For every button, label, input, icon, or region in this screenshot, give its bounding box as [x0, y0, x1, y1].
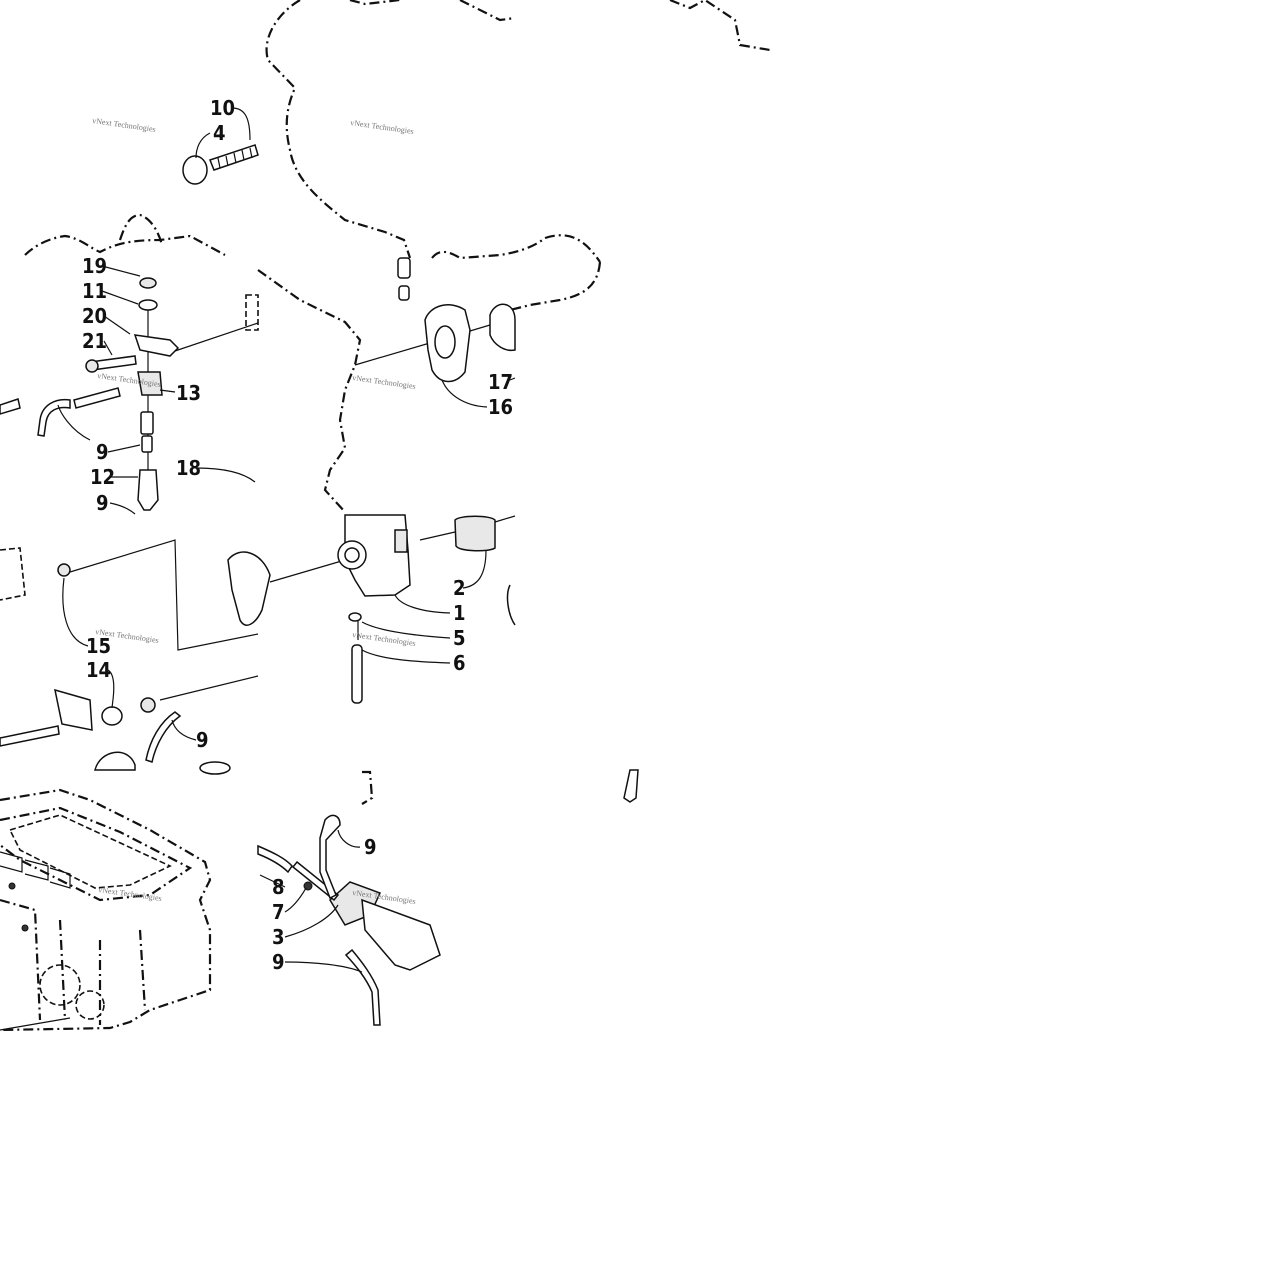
callout-6: 6	[453, 651, 466, 675]
callout-12: 12	[90, 465, 115, 489]
callout-14: 14	[86, 658, 111, 682]
callout-1: 1	[453, 601, 466, 625]
callout-19: 19	[82, 254, 107, 278]
engine-block	[0, 788, 212, 1032]
callout-15: 15	[86, 634, 111, 658]
callout-16: 16	[488, 395, 513, 419]
watermark: vNext Technologies	[352, 373, 417, 391]
callout-2: 2	[453, 576, 466, 600]
callout-20: 20	[82, 304, 107, 328]
callout-17: 17	[488, 370, 513, 394]
callout-9-mid: 9	[96, 491, 109, 515]
callout-11: 11	[82, 279, 107, 303]
callouts: 10 4 19 11 20 21 13 9 12 18 9 17 16 2 1 …	[82, 96, 513, 974]
callout-3: 3	[272, 925, 285, 949]
callout-7: 7	[272, 900, 285, 924]
callout-10: 10	[210, 96, 235, 120]
engine-outline	[24, 0, 771, 513]
watermark: vNext Technologies	[92, 116, 157, 134]
callout-8: 8	[272, 875, 285, 899]
callout-9-lower: 9	[196, 728, 209, 752]
callout-21: 21	[82, 329, 107, 353]
callout-18: 18	[176, 456, 201, 480]
callout-5: 5	[453, 626, 466, 650]
callout-9-pump-bottom: 9	[272, 950, 285, 974]
parts	[0, 144, 639, 1026]
callout-13: 13	[176, 381, 201, 405]
watermarks: vNext Technologies vNext Technologies vN…	[92, 116, 417, 906]
watermark: vNext Technologies	[352, 630, 417, 648]
callout-9-pump-top: 9	[364, 835, 377, 859]
watermark: vNext Technologies	[350, 118, 415, 136]
callout-4: 4	[213, 121, 226, 145]
leader-lines	[57, 107, 516, 973]
callout-9-upper: 9	[96, 440, 109, 464]
